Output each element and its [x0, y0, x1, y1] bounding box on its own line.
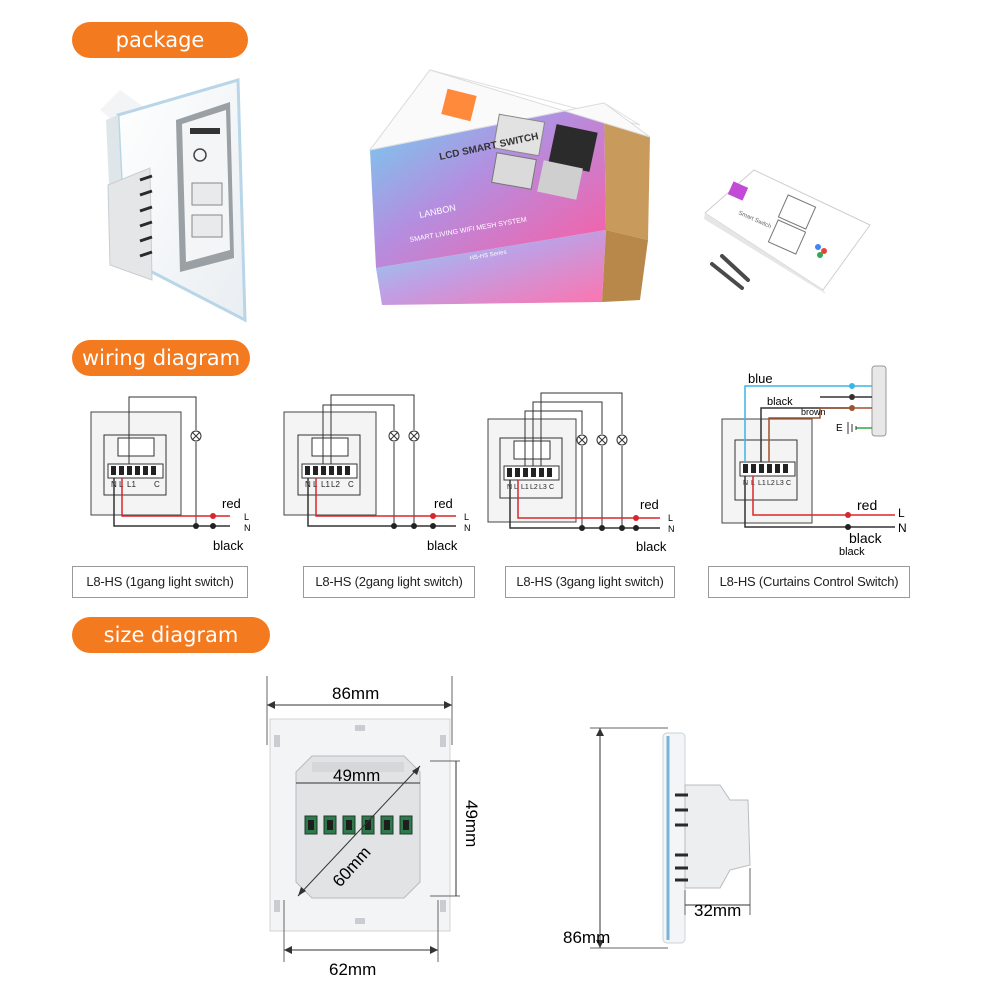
- dim-inner-height: 49mm: [462, 800, 481, 847]
- section-header-size: size diagram: [72, 617, 270, 653]
- dim-depth: 32mm: [694, 901, 741, 920]
- wire-label-red: red: [857, 497, 877, 513]
- switch-product-image: [100, 78, 247, 323]
- terminal-c: C: [154, 480, 160, 489]
- size-side-view: 86mm 32mm: [563, 727, 751, 949]
- wire-label-blue: blue: [748, 371, 773, 386]
- line-label-n: N: [244, 523, 251, 533]
- manual-image: Smart Switch: [704, 169, 871, 294]
- line-label-n: N: [668, 524, 675, 534]
- terminal-l1: L1: [521, 484, 529, 491]
- terminal-l2: L2: [767, 480, 775, 487]
- dim-front-width: 86mm: [332, 684, 379, 703]
- wire-label-black: black: [636, 539, 667, 554]
- wiring-diagram-2gang: N L L1 L2 C red black L N: [283, 394, 471, 553]
- package-box-image: LCD SMART SWITCH LANBON SMART LIVING WIF…: [368, 69, 651, 305]
- wire-label-red: red: [640, 497, 659, 512]
- dim-base-width: 62mm: [329, 960, 376, 979]
- screws-image: [710, 254, 750, 290]
- terminal-l2: L2: [331, 480, 340, 489]
- terminal-l: L: [514, 484, 518, 491]
- wire-label-black-2: black: [839, 546, 865, 558]
- wire-label-black: black: [427, 538, 458, 553]
- section-header-wiring: wiring diagram: [72, 340, 250, 376]
- wiring-diagram-curtains: N L L1 L2 L3 C blue black brown E: [721, 365, 907, 558]
- section-header-package: package: [72, 22, 248, 58]
- caption-3gang: L8-HS (3gang light switch): [505, 566, 675, 598]
- wire-label-red: red: [222, 496, 241, 511]
- wire-label-black-motor: black: [767, 396, 793, 408]
- package-illustration: LCD SMART SWITCH LANBON SMART LIVING WIF…: [100, 69, 871, 323]
- size-front-view: 86mm 49mm 49mm 60mm: [266, 676, 481, 979]
- wiring-diagrams: N L L1 C red black L N N L L1 L: [90, 365, 907, 558]
- terminal-l2: L2: [530, 484, 538, 491]
- dim-inner-width: 49mm: [333, 766, 380, 785]
- line-label-n: N: [898, 521, 907, 535]
- terminal-l1: L1: [758, 480, 766, 487]
- line-label-l: L: [668, 513, 673, 523]
- line-label-n: N: [464, 523, 471, 533]
- terminal-l1: L1: [321, 480, 330, 489]
- line-label-l: L: [898, 506, 905, 520]
- wiring-diagram-3gang: N L L1 L2 L3 C red black L N: [487, 392, 675, 554]
- terminal-c: C: [549, 484, 554, 491]
- wire-label-red: red: [434, 496, 453, 511]
- terminal-l1: L1: [127, 480, 136, 489]
- caption-curtains: L8-HS (Curtains Control Switch): [708, 566, 910, 598]
- wiring-diagram-1gang: N L L1 C red black L N: [90, 396, 251, 553]
- line-label-l: L: [244, 512, 249, 522]
- caption-2gang: L8-HS (2gang light switch): [303, 566, 475, 598]
- line-label-l: L: [464, 512, 469, 522]
- terminal-l3: L3: [539, 484, 547, 491]
- wire-label-brown: brown: [801, 407, 826, 417]
- terminal-c: C: [348, 480, 354, 489]
- dim-side-height: 86mm: [563, 928, 610, 947]
- terminal-c: C: [786, 480, 791, 487]
- wire-label-black: black: [213, 538, 244, 553]
- caption-1gang: L8-HS (1gang light switch): [72, 566, 248, 598]
- terminal-e: E: [836, 423, 843, 434]
- wire-label-black: black: [849, 530, 883, 546]
- terminal-l3: L3: [776, 480, 784, 487]
